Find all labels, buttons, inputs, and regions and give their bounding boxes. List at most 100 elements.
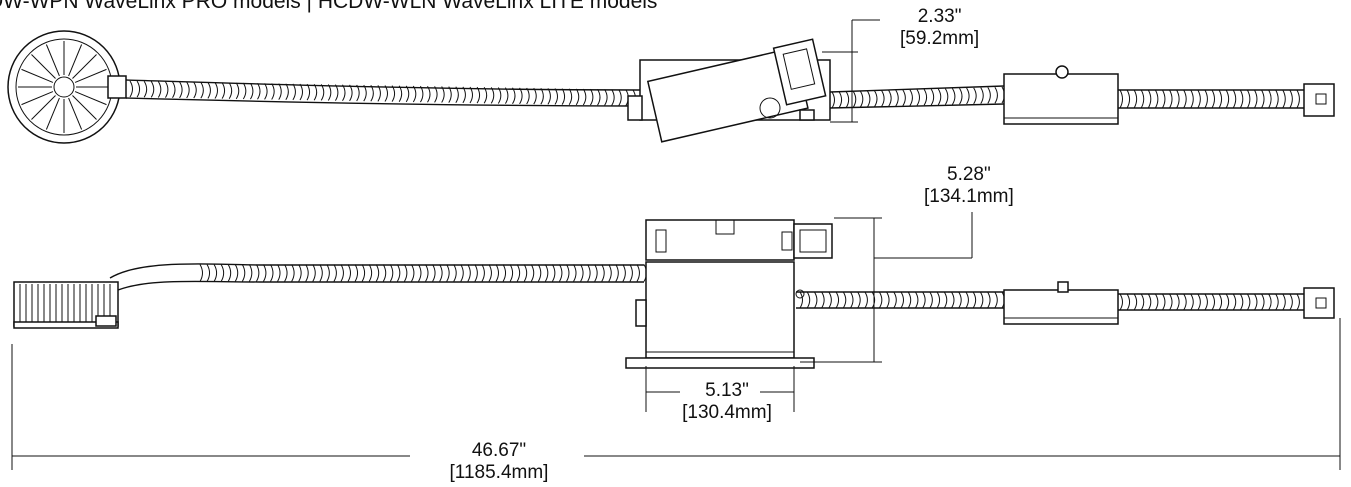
conduit-coil [859,90,864,108]
conduit-coil [490,87,495,104]
conduit-coil [439,264,443,282]
upper-conduit-middle [829,85,1005,109]
conduit-coil [326,264,330,282]
conduit-coil [835,291,840,309]
conduit-coil [1239,89,1244,109]
conduit-coil [589,88,594,106]
conduit-coil [929,291,933,309]
conduit-coil [476,86,481,104]
heatsink-spoke [74,68,107,83]
conduit-coil [1126,293,1131,311]
conduit-coil [1147,89,1152,109]
conduit-coil [1261,293,1265,311]
downlight-side-view [13,281,119,329]
heatsink-spoke [31,54,56,79]
conduit-coil [504,87,509,104]
conduit-coil [516,264,521,282]
dim-side-height-mm: [134.1mm] [924,186,1014,207]
conduit-coil [1218,293,1223,311]
conduit-coil [1254,89,1258,109]
conduit-coil [1162,89,1166,109]
conduit-coil [164,81,169,98]
conduit-coil [965,291,969,309]
lower-conduit-right [1118,287,1335,319]
dim-side-height-label: 5.28" [134.1mm] [924,164,1014,208]
conduit-coil [533,87,537,105]
conduit-coil [292,83,296,101]
conduit-coil [987,87,991,104]
conduit-coil [1176,293,1180,311]
conduit-coil [285,83,289,101]
heatsink-spoke [68,97,83,130]
heatsink-spoke [72,54,97,79]
conduit-coil [1119,89,1123,109]
conduit-coil [799,291,803,309]
conduit-coil [1154,293,1159,311]
conduit-coil [944,88,949,105]
dim-side-height-lines [800,212,973,363]
conduit-coil [966,87,970,105]
conduit-coil [432,264,436,282]
conduit-coil [907,291,912,309]
conduit-coil [582,88,587,106]
conduit-coil [313,83,318,101]
conduit-coil [1169,89,1173,109]
conduit-coil [842,291,847,309]
conduit-coil [1275,293,1279,311]
heatsink-spoke [21,91,54,106]
conduit-coil [1268,293,1272,311]
conduit-coil [943,291,948,309]
conduit-coil [347,264,351,282]
conduit-coil [831,91,835,109]
conduit-coil [1190,293,1194,311]
conduit-coil [361,264,366,282]
conduit-coil [462,86,466,104]
conduit-coil [136,80,141,98]
conduit-coil [1140,89,1145,109]
conduit-coil [604,89,608,106]
conduit-coil [587,264,591,282]
conduit-coil [1232,89,1237,109]
conduit-coil [291,264,295,282]
conduit-coil [356,84,360,102]
dim-top-height-label: 2.33" [59.2mm] [900,6,979,50]
conduit-coil [312,264,316,282]
conduit-coil [228,82,233,100]
conduit-coil [277,264,281,282]
dim-top-height-mm: [59.2mm] [900,28,980,49]
conduit-coil [448,86,452,103]
conduit-coil [455,86,459,104]
conduit-coil [1162,293,1166,311]
conduit-coil [845,91,850,108]
conduit-coil [973,87,977,105]
conduit-coil [221,82,226,99]
conduit-coil [871,291,876,309]
dim-box-width-mm: [130.4mm] [682,402,772,423]
conduit-coil [249,82,254,100]
conduit-coil [1183,89,1187,109]
conduit-coil [886,291,890,309]
conduit-coil [453,264,457,282]
conduit-coil [298,264,302,282]
upper-conduit-right [1118,83,1335,117]
conduit-coil [257,82,261,100]
conduit-coil [874,90,878,108]
conduit-coil [262,264,267,282]
conduit-coil [895,89,899,107]
conduit-coil [333,264,337,282]
conduit-coil [900,291,904,309]
conduit-coil [636,264,640,282]
conduit-coil [306,83,311,101]
conduit-coil [299,83,303,101]
conduit-coil [264,83,268,100]
heatsink-spoke [72,95,97,120]
dim-overall-length-lines [11,318,1341,470]
conduit-coil [923,89,928,106]
conduit-coil [902,89,906,107]
conduit-coil [512,87,516,105]
dim-side-height-in: 5.28" [947,164,991,185]
conduit-coil [425,264,429,282]
conduit-coil [608,264,612,282]
conduit-coil [1296,89,1300,109]
conduit-coil [242,82,247,100]
